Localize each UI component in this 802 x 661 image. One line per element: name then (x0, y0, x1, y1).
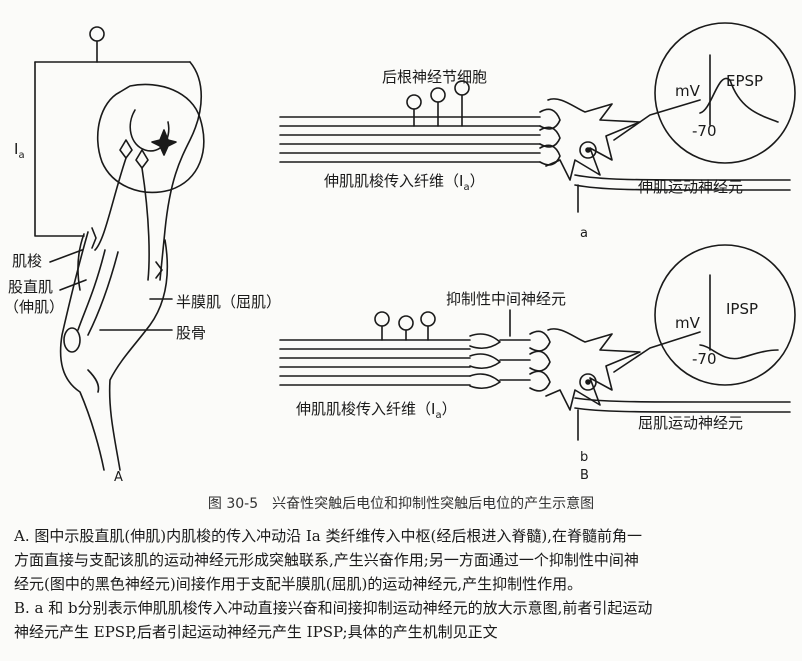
diagram-svg (34, 22, 796, 471)
extensor-motor-neuron-label: 伸肌运动神经元 (638, 178, 744, 196)
femur-label: 股骨 (176, 324, 207, 342)
panel-b-label: b (580, 450, 589, 465)
legend-line: 经元(图中的黑色神经元)间接作用于支配半膜肌(屈肌)的运动神经元,产生抑制性作用… (14, 575, 583, 593)
extensor-label: （伸肌） (4, 298, 65, 316)
ia-label: Ia (14, 140, 25, 161)
flexor-nerve (159, 61, 203, 281)
ipsp-tick-label: -70 (692, 350, 717, 368)
ipsp-scope (654, 244, 796, 386)
motor-neuron-2 (135, 149, 149, 169)
semimembranosus-label: 半膜肌（屈肌） (176, 293, 282, 311)
epsp-mv-label: mV (675, 82, 700, 100)
motor-neuron-1 (119, 139, 133, 159)
spinal-cord-outline (96, 83, 205, 194)
ganglion-icon (89, 26, 105, 42)
epsp-label: EPSP (726, 72, 764, 90)
femur-line-1 (77, 249, 106, 331)
knee-tendon (87, 369, 100, 393)
semimembranosus-muscle (155, 261, 163, 279)
afferent-b-label: 伸肌肌梭传入纤维（Ia） (296, 400, 457, 421)
ia-fiber-left (34, 61, 85, 237)
inhibitory-interneuron-label: 抑制性中间神经元 (446, 290, 567, 308)
figure-legend: A. 图中示股直肌(伸肌)内肌梭的传入冲动沿 Ia 类纤维传入中枢(经后根进入脊… (14, 524, 790, 644)
rectus-femoris-label: 股直肌 (8, 278, 54, 296)
extensor-motor-neuron-icon (545, 98, 641, 181)
panel-a-drawing (279, 22, 796, 213)
panel-A-drawing (34, 26, 205, 471)
legend-line: 方面直接与支配该肌的运动神经元形成突触联系,产生兴奋作用;另一方面通过一个抑制性… (14, 551, 639, 569)
inhibitory-neuron-black (151, 129, 177, 156)
muscle-spindle-icon (91, 227, 97, 249)
extensor-nerve (94, 157, 127, 251)
femur-line-2 (87, 251, 119, 336)
ipsp-mv-label: mV (675, 314, 700, 332)
leg-back (108, 239, 169, 471)
legend-line: 神经元产生 EPSP,后者引起运动神经元产生 IPSP;具体的产生机制见正文 (14, 623, 498, 641)
rectus-femoris (77, 233, 85, 291)
figure-caption: 图 30-5 兴奋性突触后电位和抑制性突触后电位的产生示意图 (207, 496, 595, 512)
figure-diagram: Ia 肌梭 股直肌 （伸肌） 半膜肌（屈肌） 股骨 A 后根神经节细胞 伸肌肌梭… (4, 22, 796, 485)
panel-B-label: B (580, 468, 589, 483)
muscle-spindle-label: 肌梭 (12, 252, 43, 270)
legend-line: A. 图中示股直肌(伸肌)内肌梭的传入冲动沿 Ia 类纤维传入中枢(经后根进入脊… (14, 527, 642, 545)
semimembranosus-nerve (141, 167, 150, 281)
panel-A-label: A (114, 470, 123, 485)
flexor-motor-neuron-label: 屈肌运动神经元 (638, 414, 744, 432)
flexor-motor-neuron-icon (545, 328, 641, 411)
leg-front (59, 231, 105, 471)
ipsp-trace (699, 344, 779, 360)
legend-line: B. a 和 b分别表示伸肌肌梭传入冲动直接兴奋和间接抑制运动神经元的放大示意图… (14, 599, 653, 617)
gray-matter (129, 109, 170, 152)
patella (63, 327, 81, 353)
drg-cell-label: 后根神经节细胞 (382, 68, 488, 86)
epsp-tick-label: -70 (692, 122, 717, 140)
epsp-trace (699, 77, 779, 123)
ipsp-label: IPSP (726, 300, 759, 318)
epsp-scope (654, 22, 796, 164)
panel-b-drawing (279, 244, 796, 441)
afferent-a-label: 伸肌肌梭传入纤维（Ia） (324, 172, 485, 193)
panel-a-label: a (580, 226, 588, 241)
